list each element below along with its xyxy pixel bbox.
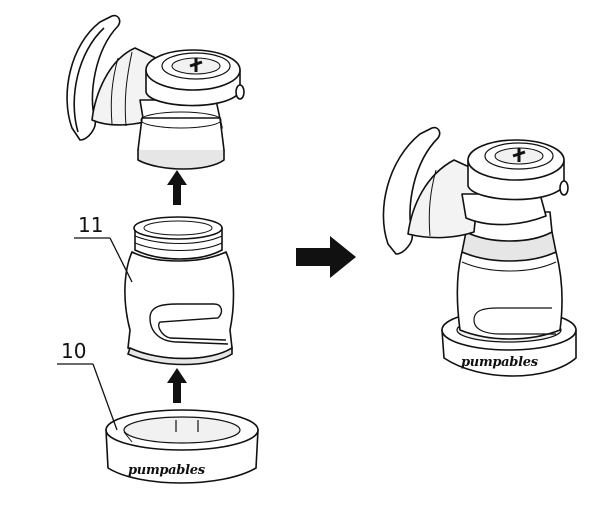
right-arrow <box>296 236 356 278</box>
callout-11: 11 <box>74 213 133 283</box>
pump-top-exploded <box>66 14 245 170</box>
callout-label-10: 10 <box>61 339 86 363</box>
callout-10: 10 <box>57 339 118 431</box>
up-arrow-upper <box>167 170 187 205</box>
base-logo-text: pumpables <box>128 463 206 478</box>
up-arrow-lower <box>167 368 187 403</box>
bottle-part-11 <box>124 216 235 366</box>
base-part-10: pumpables <box>105 409 259 484</box>
assembled-logo-text: pumpables <box>461 355 539 370</box>
callout-label-11: 11 <box>78 213 103 237</box>
assembled-pump: pumpables <box>382 126 577 377</box>
